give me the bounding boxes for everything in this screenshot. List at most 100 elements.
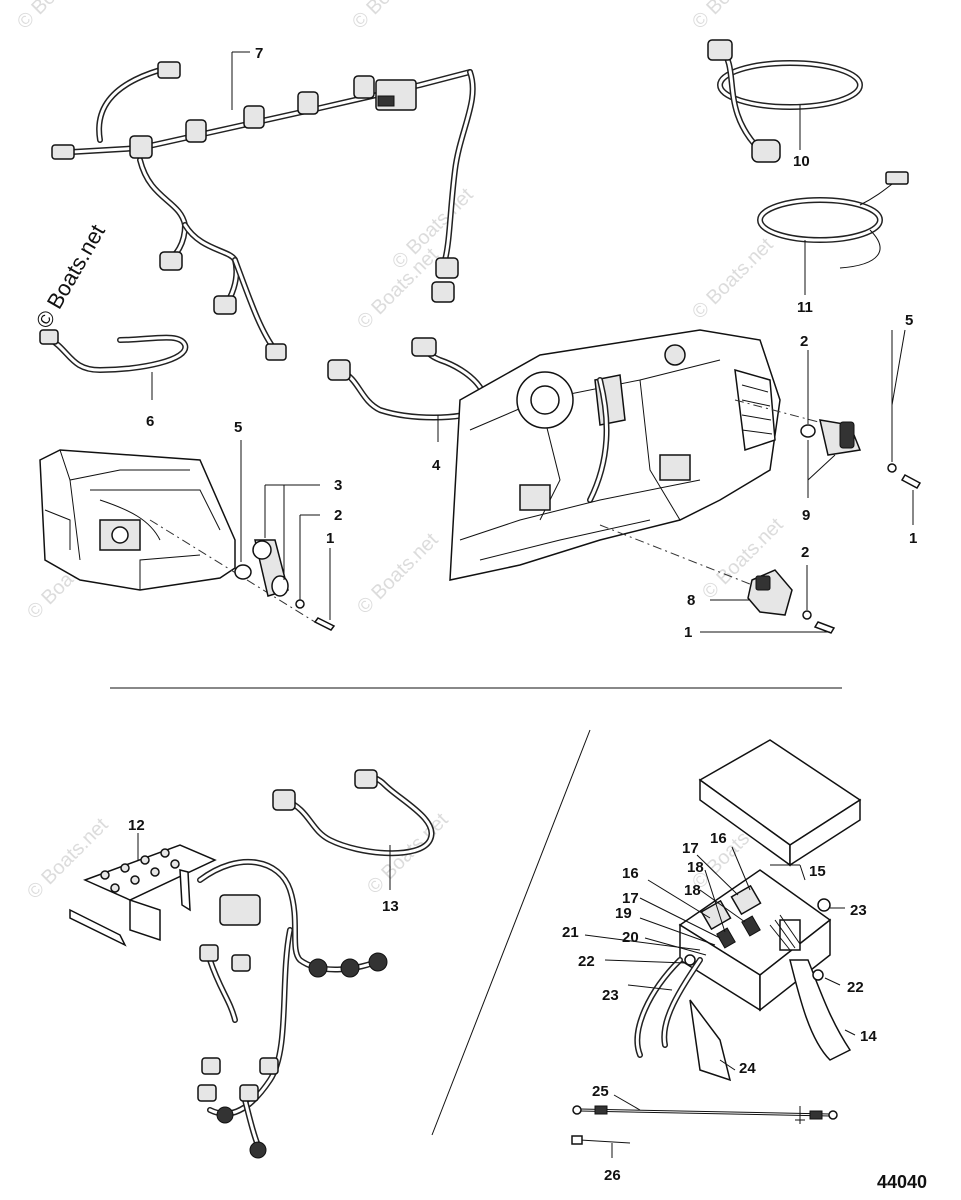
callout-5-right: 2: [800, 333, 808, 350]
connector: [272, 789, 296, 811]
watermark-text: © Boats.net: [13, 0, 103, 34]
copyright-watermark: © Boats.net: [31, 220, 110, 332]
callout-22-left: 22: [578, 953, 595, 970]
part-5-oring: [234, 564, 252, 580]
watermark-text: © Boats.net: [688, 234, 778, 324]
figure-number: 44040: [877, 1172, 927, 1192]
part-22-nut: [684, 954, 696, 966]
connector: [197, 1084, 217, 1102]
callout-3: 3: [334, 477, 342, 494]
callout-16-left: 16: [622, 865, 639, 882]
part-17-connector: [779, 919, 801, 951]
part-26-cable-tie: [571, 1135, 631, 1145]
part-14-relay-box: [634, 869, 852, 1082]
connector: [353, 75, 375, 99]
connector: [707, 39, 733, 61]
callout-6: 6: [146, 413, 154, 430]
callout-14: 14: [860, 1028, 877, 1045]
connector: [129, 135, 153, 159]
watermark-text: © Boats.net: [353, 529, 443, 619]
lower-harness: [197, 858, 388, 1159]
connector: [411, 337, 437, 357]
callout-7: 7: [255, 45, 263, 62]
callout-20: 20: [622, 929, 639, 946]
engine-block-left: [39, 449, 236, 591]
callout-18-top: 18: [687, 859, 704, 876]
connector: [51, 144, 75, 160]
diagonal-divider: [431, 729, 591, 1136]
part-24-bracket: [689, 999, 732, 1082]
connector: [231, 954, 251, 972]
part-13-harness: [272, 769, 435, 857]
callout-21: 21: [562, 924, 579, 941]
connector: [885, 171, 909, 185]
part-3-sensor-left: [234, 539, 336, 631]
part-11-harness: [757, 171, 909, 269]
callout-22-right: 22: [847, 979, 864, 996]
part-2-washer: [887, 463, 897, 473]
callout-1-bottom: 1: [684, 624, 692, 641]
part-1-screw: [813, 621, 836, 634]
part-1-screw: [900, 474, 922, 489]
part-2-washer: [802, 610, 812, 620]
watermark-text: © Boats.net: [348, 0, 438, 34]
callout-4: 4: [432, 457, 441, 474]
connector: [199, 944, 219, 962]
callout-2-left: 2: [334, 507, 342, 524]
callout-24: 24: [739, 1060, 756, 1077]
callout-25: 25: [592, 1083, 609, 1100]
connector: [157, 61, 181, 79]
watermark-text: © Boats.net: [23, 814, 113, 904]
callout-23-right: 23: [850, 902, 867, 919]
part-25-ground-strap: [572, 1105, 838, 1124]
connector-block: [219, 894, 261, 926]
connector: [751, 139, 781, 163]
connector: [265, 343, 287, 361]
callout-12: 12: [128, 817, 145, 834]
callout-26: 26: [604, 1167, 621, 1184]
connector: [259, 1057, 279, 1075]
part-18-fuse: [716, 927, 736, 949]
part-2-washer: [295, 599, 305, 609]
part-6-harness: [39, 329, 189, 373]
connector: [159, 251, 183, 271]
connector: [354, 769, 378, 789]
connector: [213, 295, 237, 315]
connector: [243, 105, 265, 129]
part-22-nut: [812, 969, 824, 981]
callout-2-bottom: 2: [801, 544, 809, 561]
connector: [297, 91, 319, 115]
connector-latch: [377, 95, 395, 107]
part-18-fuse: [741, 915, 761, 937]
connector: [431, 281, 455, 303]
callout-15: 15: [809, 863, 826, 880]
connector: [201, 1057, 221, 1075]
watermark-text: © Boats.net: [688, 0, 778, 34]
connector: [239, 1084, 259, 1102]
callout-2-right: 5: [905, 312, 913, 329]
callout-17-left: 17: [622, 890, 639, 907]
callout-13: 13: [382, 898, 399, 915]
callout-19: 19: [615, 905, 632, 922]
callout-8: 8: [687, 592, 695, 609]
part-23-screw: [817, 898, 831, 912]
connector: [39, 329, 59, 345]
engine-block-right: [449, 329, 781, 581]
callout-17-top: 17: [682, 840, 699, 857]
callout-18-mid: 18: [684, 882, 701, 899]
part-16-relay: [700, 899, 732, 931]
callout-23-left: 23: [602, 987, 619, 1004]
connector: [185, 119, 207, 143]
part-15-cover: [698, 739, 862, 867]
callout-10: 10: [793, 153, 810, 170]
callout-11: 11: [797, 299, 813, 316]
connector: [327, 359, 351, 381]
part-7-engine-harness: [51, 61, 476, 361]
connector: [435, 257, 459, 279]
callout-1-left: 1: [326, 530, 334, 547]
part-12-bracket: [69, 844, 217, 947]
callout-1-right: 1: [909, 530, 917, 547]
part-5-oring: [800, 424, 816, 438]
part-1-screw: [313, 617, 336, 631]
